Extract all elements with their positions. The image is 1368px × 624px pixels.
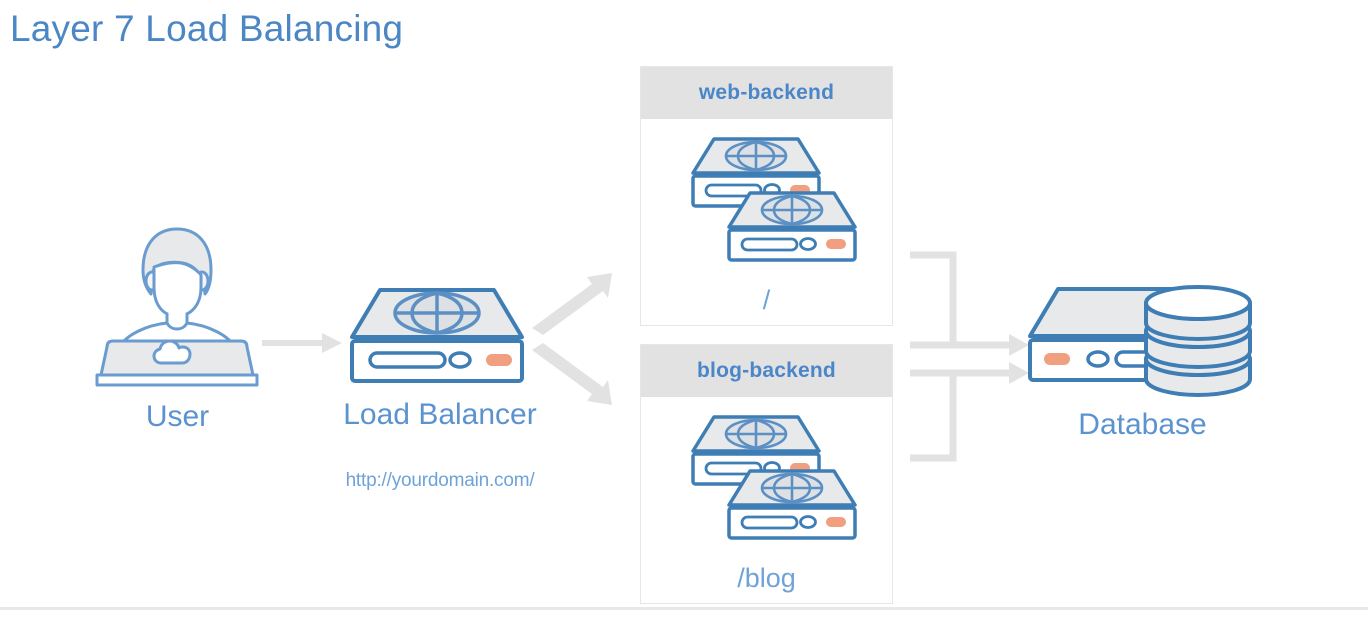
web-backend-servers-icon <box>687 135 862 275</box>
globe-icon <box>393 291 481 335</box>
load-balancer-label: Load Balancer <box>343 398 537 431</box>
bottom-divider <box>0 607 1368 610</box>
connector-backends-to-database <box>905 250 1040 470</box>
server-icon-2 <box>727 469 857 540</box>
database-server-icon <box>1028 283 1258 397</box>
user-label: User <box>145 400 210 433</box>
database-label: Database <box>1078 408 1207 441</box>
led-indicator <box>826 517 846 527</box>
led-indicator <box>1044 353 1070 365</box>
elbow-web-to-database <box>910 251 1029 356</box>
globe-icon <box>724 140 788 172</box>
server-icon-2 <box>727 191 857 262</box>
database-cylinder-icon <box>1144 285 1252 397</box>
blog-backend-servers-icon <box>687 413 862 553</box>
globe-icon <box>760 472 824 504</box>
elbow-blog-to-database <box>910 362 1029 462</box>
backend-path-blog: /blog <box>737 563 796 593</box>
backend-header-blog: blog-backend <box>641 345 892 397</box>
load-balancer-server-icon <box>348 285 526 385</box>
backend-header-web: web-backend <box>641 67 892 119</box>
cloud-icon <box>152 339 192 365</box>
page-title: Layer 7 Load Balancing <box>10 8 404 49</box>
led-indicator <box>486 354 512 366</box>
globe-icon <box>760 194 824 226</box>
connector-lb-to-blog-backend <box>530 342 620 417</box>
user-laptop-icon <box>95 215 260 390</box>
backend-box-web[interactable]: web-backend <box>640 66 893 326</box>
connector-lb-to-web-backend <box>530 262 620 337</box>
backend-path-web: / <box>762 285 771 315</box>
backend-box-blog[interactable]: blog-backend <box>640 344 893 604</box>
backend-name-blog: blog-backend <box>697 359 836 382</box>
load-balancer-url: http://yourdomain.com/ <box>345 470 535 491</box>
backend-name-web: web-backend <box>698 81 835 104</box>
globe-icon <box>724 418 788 450</box>
led-indicator <box>826 239 846 249</box>
connector-user-to-load-balancer <box>262 330 344 356</box>
server-icon-1 <box>691 415 821 486</box>
